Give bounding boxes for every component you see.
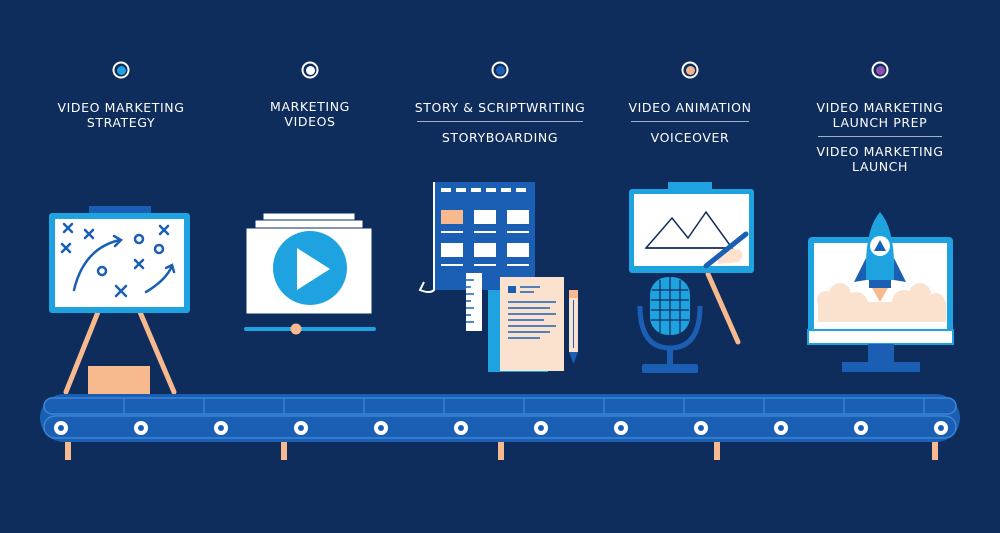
rocket-monitor-icon	[808, 212, 953, 372]
stage-label-launch-prep: VIDEO MARKETING LAUNCH PREP	[816, 100, 943, 130]
conveyor-belt-icon	[40, 394, 960, 460]
stage-label-line: MARKETING	[270, 99, 350, 114]
stage-label-videos: MARKETING VIDEOS	[270, 99, 350, 129]
stage-separator	[818, 136, 942, 137]
stage-label-line: STORYBOARDING	[442, 130, 558, 145]
stage-label-voiceover: VOICEOVER	[651, 130, 730, 145]
stage-label-line: VOICEOVER	[651, 130, 730, 145]
stage-dot-fill	[306, 66, 315, 75]
stage-label-story: STORY & SCRIPTWRITING	[415, 100, 586, 115]
stage-dot-story	[492, 62, 509, 79]
video-player-icon	[246, 213, 374, 335]
stage-dot-fill	[876, 66, 885, 75]
stage-label-line: VIDEO MARKETING	[816, 100, 943, 115]
stage-label-launch: VIDEO MARKETING LAUNCH	[816, 144, 943, 174]
stage-label-line: VIDEO MARKETING	[57, 100, 184, 115]
stage-label-strategy: VIDEO MARKETING STRATEGY	[57, 100, 184, 130]
strategy-board-icon	[49, 206, 190, 392]
stage-dot-fill	[686, 66, 695, 75]
stage-label-line: LAUNCH	[816, 159, 943, 174]
stage-label-storyboarding: STORYBOARDING	[442, 130, 558, 145]
stage-label-line: VIDEO MARKETING	[816, 144, 943, 159]
stage-label-line: STRATEGY	[57, 115, 184, 130]
storyboard-documents-icon	[420, 182, 578, 372]
stage-dot-fill	[496, 66, 505, 75]
stage-dot-fill	[117, 66, 126, 75]
stage-label-line: VIDEOS	[270, 114, 350, 129]
stage-label-line: LAUNCH PREP	[816, 115, 943, 130]
stage-separator	[417, 121, 583, 122]
stage-label-line: VIDEO ANIMATION	[628, 100, 751, 115]
stage-dot-strategy	[113, 62, 130, 79]
stage-label-animation: VIDEO ANIMATION	[628, 100, 751, 115]
animation-easel-microphone-icon	[629, 182, 754, 373]
stage-separator	[631, 121, 749, 122]
stage-dot-animation	[682, 62, 699, 79]
stage-label-line: STORY & SCRIPTWRITING	[415, 100, 586, 115]
stage-dot-videos	[302, 62, 319, 79]
stage-dot-launch	[872, 62, 889, 79]
